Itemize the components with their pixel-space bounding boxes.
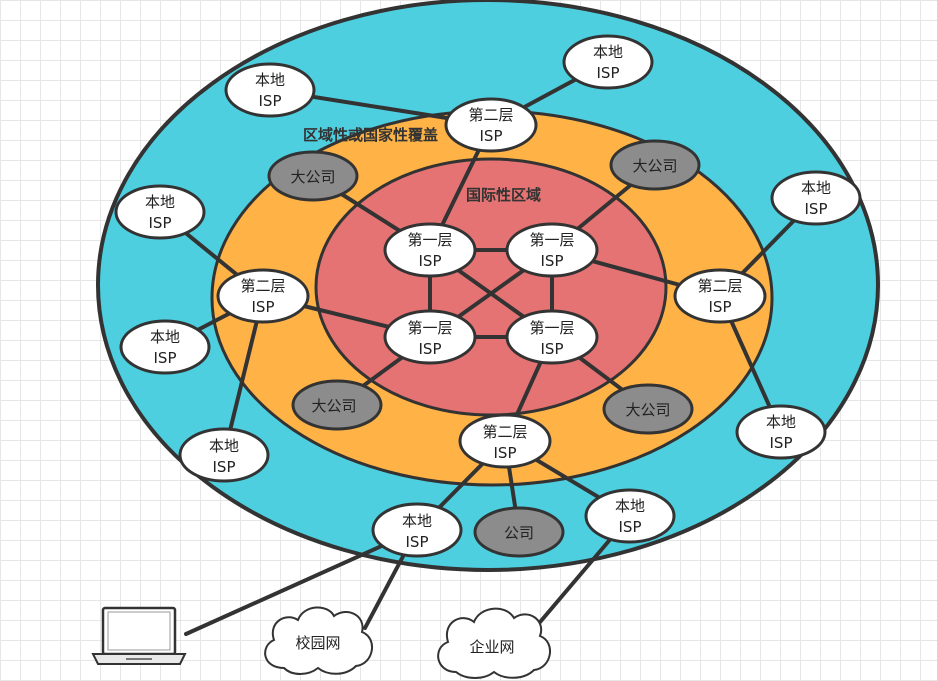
svg-text:ISP: ISP <box>154 349 177 367</box>
big-company-node: 大公司 <box>609 139 701 191</box>
svg-text:ISP: ISP <box>805 200 828 218</box>
svg-text:ISP: ISP <box>252 298 275 316</box>
tier2-isp-node: 第二层 ISP <box>673 268 767 324</box>
svg-text:ISP: ISP <box>709 298 732 316</box>
local-isp-node: 本地 ISP <box>371 502 463 558</box>
svg-text:大公司: 大公司 <box>311 397 356 415</box>
local-isp-node: 本地 ISP <box>119 319 211 375</box>
svg-text:ISP: ISP <box>419 340 442 358</box>
local-isp-node: 本地 ISP <box>178 427 270 483</box>
svg-text:本地: 本地 <box>615 497 645 515</box>
svg-text:本地: 本地 <box>209 437 239 455</box>
svg-text:ISP: ISP <box>597 64 620 82</box>
svg-text:本地: 本地 <box>593 43 623 61</box>
campus-network-label: 校园网 <box>295 634 340 652</box>
local-isp-node: 本地 ISP <box>584 488 676 544</box>
svg-text:大公司: 大公司 <box>290 168 335 186</box>
svg-text:第一层: 第一层 <box>407 319 452 337</box>
tier2-isp-node: 第二层 ISP <box>444 97 538 153</box>
svg-text:ISP: ISP <box>419 252 442 270</box>
campus-network-cloud: 校园网 <box>264 606 373 675</box>
big-company-node: 大公司 <box>267 150 359 202</box>
svg-text:第一层: 第一层 <box>529 231 574 249</box>
local-isp-node: 本地 ISP <box>770 170 862 226</box>
svg-text:本地: 本地 <box>766 413 796 431</box>
svg-text:ISP: ISP <box>541 252 564 270</box>
local-isp-node: 本地 ISP <box>562 34 654 90</box>
svg-text:本地: 本地 <box>402 512 432 530</box>
local-isp-node: 本地 ISP <box>224 62 316 118</box>
local-isp-node: 本地 ISP <box>114 184 206 240</box>
company-node: 公司 <box>473 506 565 558</box>
local-isp-node: 本地 ISP <box>735 404 827 460</box>
svg-text:ISP: ISP <box>541 340 564 358</box>
svg-text:第二层: 第二层 <box>240 277 285 295</box>
tier2-isp-node: 第二层 ISP <box>216 268 310 324</box>
svg-text:公司: 公司 <box>504 524 534 542</box>
svg-text:第二层: 第二层 <box>482 423 527 441</box>
svg-text:第二层: 第二层 <box>697 277 742 295</box>
svg-text:本地: 本地 <box>801 179 831 197</box>
enterprise-network-cloud: 企业网 <box>437 607 551 679</box>
svg-text:第二层: 第二层 <box>468 106 513 124</box>
tier2-isp-node: 第二层 ISP <box>458 413 552 469</box>
laptop-icon <box>91 606 187 665</box>
tier1-isp-node: 第一层 ISP <box>505 309 599 365</box>
svg-text:ISP: ISP <box>149 214 172 232</box>
regional-coverage-label: 区域性或国家性覆盖 <box>303 126 438 144</box>
svg-text:ISP: ISP <box>770 434 793 452</box>
svg-text:本地: 本地 <box>150 328 180 346</box>
svg-text:本地: 本地 <box>145 193 175 211</box>
svg-text:大公司: 大公司 <box>632 157 677 175</box>
big-company-node: 大公司 <box>602 383 694 435</box>
svg-text:ISP: ISP <box>494 444 517 462</box>
svg-text:本地: 本地 <box>255 71 285 89</box>
svg-text:第一层: 第一层 <box>407 231 452 249</box>
big-company-node: 大公司 <box>291 379 383 431</box>
svg-text:ISP: ISP <box>259 92 282 110</box>
tier1-isp-node: 第一层 ISP <box>505 222 599 278</box>
svg-text:大公司: 大公司 <box>625 401 670 419</box>
international-region-label: 国际性区域 <box>466 186 541 204</box>
svg-text:ISP: ISP <box>213 458 236 476</box>
enterprise-network-label: 企业网 <box>469 638 514 656</box>
tier1-isp-node: 第一层 ISP <box>383 222 477 278</box>
svg-text:ISP: ISP <box>406 533 429 551</box>
svg-text:ISP: ISP <box>480 127 503 145</box>
svg-text:第一层: 第一层 <box>529 319 574 337</box>
svg-text:ISP: ISP <box>619 518 642 536</box>
tier1-isp-node: 第一层 ISP <box>383 309 477 365</box>
